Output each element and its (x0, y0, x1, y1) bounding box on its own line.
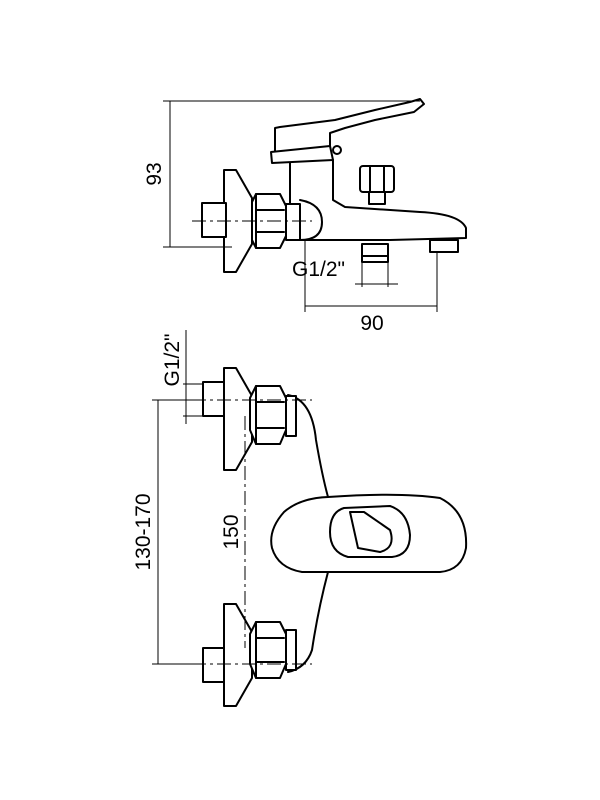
side-view: 93 G1/2" 90 (143, 98, 467, 335)
shower-outlet (361, 243, 389, 263)
cap-screw (332, 145, 342, 155)
upper-flange (223, 367, 253, 471)
dim-90-label: 90 (360, 312, 383, 335)
dim-130-170-label: 130-170 (132, 493, 155, 570)
dim-150-label: 150 (220, 514, 243, 549)
lower-flange (223, 603, 253, 707)
lever-handle (274, 98, 425, 153)
front-lever-grip (349, 511, 393, 553)
lower-connector (285, 629, 297, 671)
upper-connector (285, 395, 297, 437)
dim-g12-side-label: G1/2" (292, 258, 345, 281)
diverter-knob (359, 165, 395, 193)
dim-93-label: 93 (143, 162, 166, 185)
front-view: G1/2" 130-170 150 (132, 330, 468, 707)
front-lever-outer (270, 493, 468, 573)
front-body (287, 394, 329, 673)
nut-connector (285, 203, 301, 241)
dim-g12-front-label: G1/2" (161, 334, 184, 387)
spout-outlet (429, 239, 459, 253)
diverter-stem (368, 191, 386, 205)
body-outlet (299, 199, 323, 241)
wall-pipe (201, 202, 227, 238)
front-lever-inner (329, 505, 411, 558)
